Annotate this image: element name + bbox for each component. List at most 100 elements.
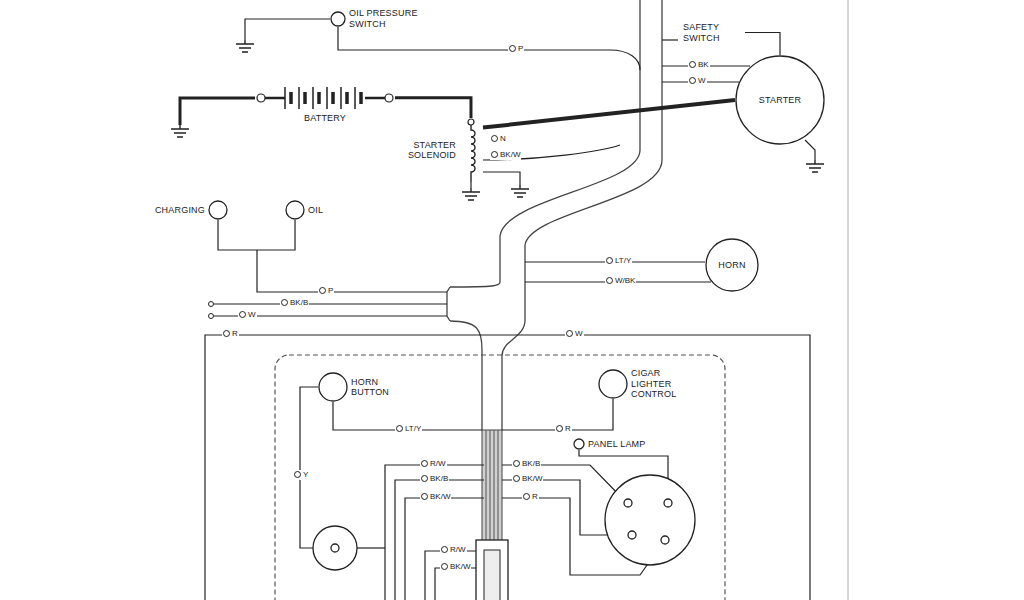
part-label: STARTER (759, 95, 802, 106)
battery-symbol: BATTERY (255, 85, 395, 124)
ring-terminal (209, 302, 214, 307)
wire-code: BK/W (420, 492, 451, 502)
oil-lamp-shape (285, 200, 305, 220)
switch-circle (331, 544, 339, 552)
wire (395, 480, 484, 600)
wire (385, 465, 484, 600)
dash-control-shape (598, 369, 628, 399)
wire-code: W/BK (605, 276, 636, 286)
wire (357, 547, 385, 548)
battery-plate (312, 87, 314, 109)
battery-plate (284, 87, 286, 109)
part-label: OIL PRESSURE SWITCH (349, 8, 424, 29)
pressure-switch-shape (330, 11, 346, 27)
wire-code: R (555, 424, 572, 434)
part-label: SAFETY SWITCH (683, 22, 745, 43)
outline-circle (736, 56, 824, 144)
horn: HORN (705, 238, 759, 292)
wire-code: Y (293, 470, 309, 480)
wire-code: BK/B (280, 298, 309, 308)
part-label: STARTER SOLENOID (392, 140, 456, 161)
battery-lead (265, 97, 385, 100)
wire-harness (450, 321, 482, 430)
wire-code: BK/B (512, 459, 541, 469)
wire-connector (745, 33, 780, 56)
charging-lamp: CHARGING (130, 200, 228, 220)
connector-block (484, 550, 500, 600)
wire-code: R/W (440, 545, 467, 555)
outline-circle (706, 239, 758, 291)
wire-code: W (238, 310, 257, 320)
starter-solenoid: STARTER SOLENOID (392, 118, 483, 182)
wire-connector (483, 100, 735, 128)
connector-block (476, 540, 508, 600)
part-label: BATTERY (304, 113, 346, 124)
wire-connector (218, 220, 295, 250)
switch-circle (664, 499, 672, 507)
ground-symbol (462, 188, 480, 200)
wire (502, 465, 624, 500)
battery-terminal (257, 94, 265, 102)
wire (257, 250, 447, 292)
wire (300, 387, 318, 548)
outline-circle (286, 201, 304, 219)
wire-connector (395, 98, 471, 118)
outline-circle (574, 439, 584, 449)
wire (805, 140, 815, 160)
battery-plate (354, 87, 356, 109)
part-label: PANEL LAMP (588, 439, 648, 450)
horn-button: HORN BUTTON (318, 372, 411, 402)
wire (245, 19, 330, 40)
outline-circle (599, 370, 627, 398)
outline-circle (319, 373, 347, 401)
oil-lamp: OIL (285, 200, 348, 220)
battery-plate (340, 87, 342, 109)
dash-panel-outline (275, 355, 725, 600)
battery-plate (303, 92, 307, 104)
ring-terminal (209, 314, 214, 319)
wire-harness (447, 0, 662, 430)
wire (483, 145, 620, 160)
wire-code: BK/B (420, 474, 449, 484)
wire-code: R/W (420, 459, 447, 469)
wire-code: R (222, 329, 239, 339)
switch-circle (628, 531, 636, 539)
connector-block (476, 540, 508, 600)
wire (425, 551, 476, 600)
switch-circle (624, 499, 632, 507)
starter-motor: STARTER (735, 55, 825, 145)
ring-terminal (209, 302, 214, 319)
dash-panel-outline (275, 355, 725, 600)
wire-code: BK/W (440, 562, 471, 572)
wire-code: W (688, 76, 707, 86)
wire (338, 27, 640, 70)
battery-plate (331, 92, 335, 104)
ground-symbol (511, 185, 529, 197)
wire (205, 335, 810, 600)
switch-circle (313, 526, 357, 570)
part-label: OIL (308, 205, 348, 216)
solenoid-terminal (468, 119, 474, 125)
pressure-switch: OIL PRESSURE SWITCH (330, 8, 424, 29)
wire-code: BK/W (512, 474, 543, 484)
panel-lamp: PANEL LAMP (573, 438, 648, 450)
dash-control: CIGAR LIGHTER CONTROL (598, 368, 691, 400)
harness-bundle (482, 430, 502, 542)
wire (405, 498, 484, 600)
battery-cable (180, 98, 255, 125)
ground-symbol (171, 125, 189, 137)
battery-plate (298, 87, 300, 109)
battery-plate (289, 92, 293, 104)
battery-terminal (385, 94, 393, 102)
harness-bundle (486, 430, 498, 542)
wire-harness (502, 0, 662, 430)
wire-code: R (522, 492, 539, 502)
battery-plate (317, 92, 321, 104)
frame-line (848, 0, 849, 600)
wire (205, 19, 815, 600)
wire (470, 182, 471, 188)
